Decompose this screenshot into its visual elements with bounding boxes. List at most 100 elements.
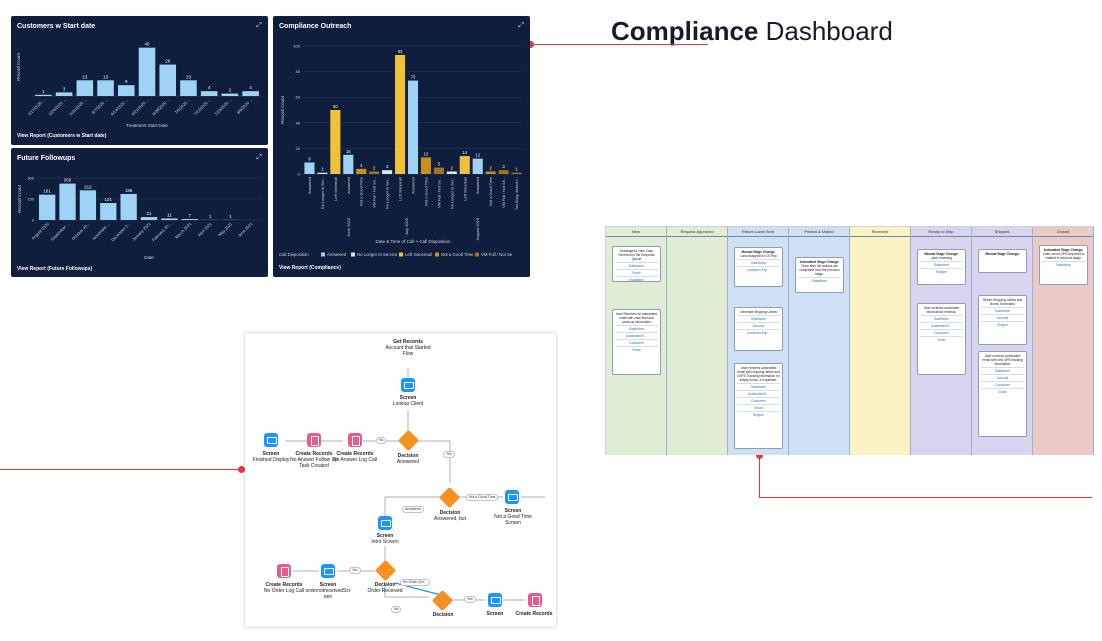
card-link[interactable]: Salesforce bbox=[737, 315, 780, 321]
card-link[interactable]: Automated E... bbox=[615, 332, 658, 338]
screen-icon[interactable] bbox=[401, 378, 415, 392]
kanban-card[interactable]: User receives automated email with shipp… bbox=[734, 363, 783, 449]
bar bbox=[382, 170, 393, 174]
screen-icon[interactable] bbox=[505, 490, 519, 504]
card-link[interactable]: Automated E... bbox=[737, 390, 780, 396]
node-title: Decision bbox=[439, 510, 461, 516]
card-link[interactable]: Salesforce bbox=[798, 277, 841, 283]
card-link[interactable]: Customer Exp... bbox=[737, 266, 780, 272]
card-link[interactable]: Account bbox=[981, 314, 1024, 320]
kanban-card[interactable]: Manual Stage Change: bbox=[978, 249, 1027, 273]
card-link[interactable]: Email bbox=[981, 388, 1024, 394]
bar bbox=[511, 172, 522, 174]
card-link[interactable]: Salesforce bbox=[981, 307, 1024, 313]
card-link[interactable]: Salesforce bbox=[981, 367, 1024, 373]
expand-icon[interactable]: ⤢ bbox=[256, 154, 262, 161]
decision-bottom-node[interactable]: Decision bbox=[421, 612, 465, 618]
card-link[interactable]: Shipper bbox=[737, 411, 780, 417]
card-link[interactable]: Email bbox=[615, 346, 658, 352]
kanban-card[interactable]: Manual Stage Change.Case assigned to CS … bbox=[734, 247, 783, 287]
bar bbox=[498, 170, 509, 174]
screen-icon[interactable] bbox=[488, 593, 502, 607]
kanban-card[interactable]: Unassigned. New Case Received in the Req… bbox=[612, 246, 661, 282]
x-axis-label: Date bbox=[144, 255, 154, 260]
screen-icon[interactable] bbox=[264, 433, 278, 447]
card-link[interactable]: Consumer bbox=[920, 329, 963, 335]
card-link[interactable]: Consumer bbox=[615, 339, 658, 345]
kanban-card[interactable]: User receives automated email with new U… bbox=[978, 351, 1027, 437]
kanban-card[interactable]: Automated Stage Change:order return UPS … bbox=[1039, 245, 1088, 285]
screen-icon[interactable] bbox=[378, 516, 392, 530]
create-records-icon[interactable] bbox=[277, 564, 291, 578]
card-text: Once after the actions are completed fro… bbox=[799, 264, 840, 276]
card-link[interactable]: Email bbox=[920, 336, 963, 342]
create-records-icon[interactable] bbox=[348, 433, 362, 447]
screen-bottom-node[interactable]: Screen bbox=[473, 611, 517, 617]
node-title: Screen bbox=[486, 611, 504, 617]
card-link[interactable]: Salesforce bbox=[920, 261, 963, 267]
create-records-bottom-node[interactable]: Create Records bbox=[513, 611, 555, 617]
bar bbox=[35, 94, 52, 96]
view-report-link[interactable]: View Report (Compliance) bbox=[279, 265, 341, 271]
y-tick-label: 150 bbox=[27, 197, 34, 202]
yes-pill: Yes bbox=[443, 451, 455, 458]
node-sub: No Answer Log Call bbox=[333, 457, 377, 463]
kanban-card[interactable]: Automated Stage Change:Once after the ac… bbox=[795, 257, 844, 293]
card-link[interactable]: Shipper bbox=[920, 268, 963, 274]
card-link[interactable]: Consumer bbox=[981, 381, 1024, 387]
kanban-card[interactable]: User Receives an automated email with ca… bbox=[612, 309, 661, 375]
card-text: Unassigned. New Case Received in the Req… bbox=[618, 249, 655, 261]
card-text: order return UPS shipment is created in … bbox=[1042, 252, 1085, 260]
card-link[interactable]: Email bbox=[737, 404, 780, 410]
card-link[interactable]: Shipper bbox=[981, 321, 1024, 327]
create-records-icon[interactable] bbox=[307, 433, 321, 447]
group-label: July 2020 bbox=[404, 217, 409, 235]
card-link[interactable]: Salesforce bbox=[920, 315, 963, 321]
card-link[interactable]: Customer Exp... bbox=[737, 329, 780, 335]
data-label: 212 bbox=[84, 184, 92, 189]
view-report-link[interactable]: View Report (Future Followups) bbox=[17, 266, 93, 272]
node-title: Decision bbox=[432, 612, 454, 618]
kanban-card[interactable]: Return Shipping Labels and Boxes Generat… bbox=[978, 295, 1027, 345]
node-sub: No Order Log Call bbox=[263, 588, 305, 594]
no-order-pill: No Order (Do... bbox=[400, 579, 430, 586]
create-records-icon[interactable] bbox=[528, 593, 542, 607]
screen-icon[interactable] bbox=[321, 564, 335, 578]
expand-icon[interactable]: ⤢ bbox=[256, 22, 262, 29]
card-link[interactable]: Salesforce bbox=[615, 262, 658, 268]
card-link[interactable]: Consumer bbox=[737, 397, 780, 403]
view-report-link[interactable]: View Report (Customers w Start date) bbox=[17, 133, 107, 139]
data-label: 1 bbox=[229, 214, 232, 219]
card-link[interactable]: Escalation bbox=[615, 276, 658, 282]
card-link[interactable]: Salesforce bbox=[737, 383, 780, 389]
kanban-card[interactable]: User received automated email about rene… bbox=[917, 303, 966, 375]
card-link[interactable]: Account bbox=[981, 374, 1024, 380]
expand-icon[interactable]: ⤢ bbox=[518, 22, 524, 29]
data-label: 9 bbox=[308, 156, 311, 161]
card-link[interactable]: Account bbox=[737, 322, 780, 328]
y-tick-label: 300 bbox=[27, 176, 34, 181]
data-label: 3 bbox=[386, 164, 389, 169]
card-link[interactable]: Salesforce bbox=[615, 325, 658, 331]
node-title: Screen bbox=[399, 395, 417, 401]
card-link[interactable]: Salesforce bbox=[1042, 261, 1085, 267]
card-link[interactable]: Automated E... bbox=[920, 322, 963, 328]
card-link[interactable]: Salesforce bbox=[737, 259, 780, 265]
node-title: Create Records bbox=[336, 451, 374, 457]
card-link[interactable]: Email bbox=[615, 269, 658, 275]
lane-header: Closed bbox=[1033, 227, 1093, 237]
